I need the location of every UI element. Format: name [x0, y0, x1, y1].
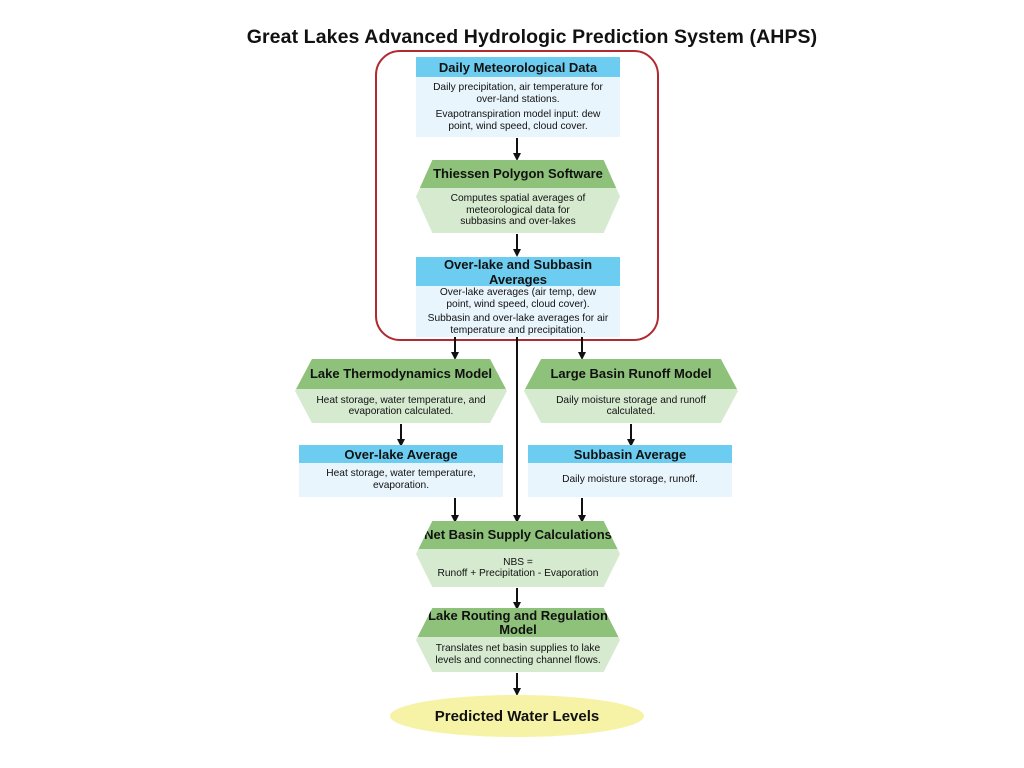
node-large-basin-runoff-model: Large Basin Runoff Model Daily moisture … [524, 359, 738, 423]
node-title: Thiessen Polygon Software [416, 160, 620, 188]
node-text: Computes spatial averages of meteorologi… [450, 193, 586, 228]
node-text: Runoff + Precipitation - Evaporation [437, 568, 599, 579]
node-net-basin-supply-calculations: Net Basin Supply Calculations NBS = Runo… [416, 521, 620, 587]
node-text: Translates net basin supplies to lake le… [435, 643, 601, 666]
node-title: Subbasin Average [528, 445, 732, 463]
node-title: Over-lake Average [299, 445, 503, 463]
node-title: Lake Routing and Regulation Model [416, 608, 620, 637]
node-text: Over-lake averages (air temp, dew point,… [439, 286, 597, 310]
node-text: Subbasin and over-lake averages for air … [427, 312, 609, 336]
node-predicted-water-levels: Predicted Water Levels [390, 695, 644, 737]
diagram-title: Great Lakes Advanced Hydrologic Predicti… [246, 26, 818, 48]
node-daily-meteorological-data: Daily Meteorological Data Daily precipit… [416, 57, 620, 137]
node-subbasin-average: Subbasin Average Daily moisture storage,… [528, 445, 732, 497]
node-lake-routing-regulation-model: Lake Routing and Regulation Model Transl… [416, 608, 620, 672]
node-text: NBS = [503, 556, 533, 568]
node-text: Heat storage, water temperature, evapora… [326, 468, 476, 491]
node-overlake-subbasin-averages: Over-lake and Subbasin Averages Over-lak… [416, 257, 620, 337]
node-text: Daily moisture storage and runoff calcul… [556, 394, 706, 418]
node-overlake-average: Over-lake Average Heat storage, water te… [299, 445, 503, 497]
node-title: Over-lake and Subbasin Averages [416, 257, 620, 287]
node-text: Daily moisture storage, runoff. [562, 474, 698, 485]
node-title: Daily Meteorological Data [416, 57, 620, 77]
node-title: Lake Thermodynamics Model [295, 359, 507, 389]
node-text: Heat storage, water temperature, and eva… [316, 394, 486, 418]
node-thiessen-polygon-software: Thiessen Polygon Software Computes spati… [416, 160, 620, 233]
node-lake-thermodynamics-model: Lake Thermodynamics Model Heat storage, … [295, 359, 507, 423]
node-title: Large Basin Runoff Model [524, 359, 738, 389]
node-text: Daily precipitation, air temperature for… [433, 81, 603, 105]
node-text: Evapotranspiration model input: dew poin… [435, 108, 601, 132]
node-title: Net Basin Supply Calculations [416, 521, 620, 549]
